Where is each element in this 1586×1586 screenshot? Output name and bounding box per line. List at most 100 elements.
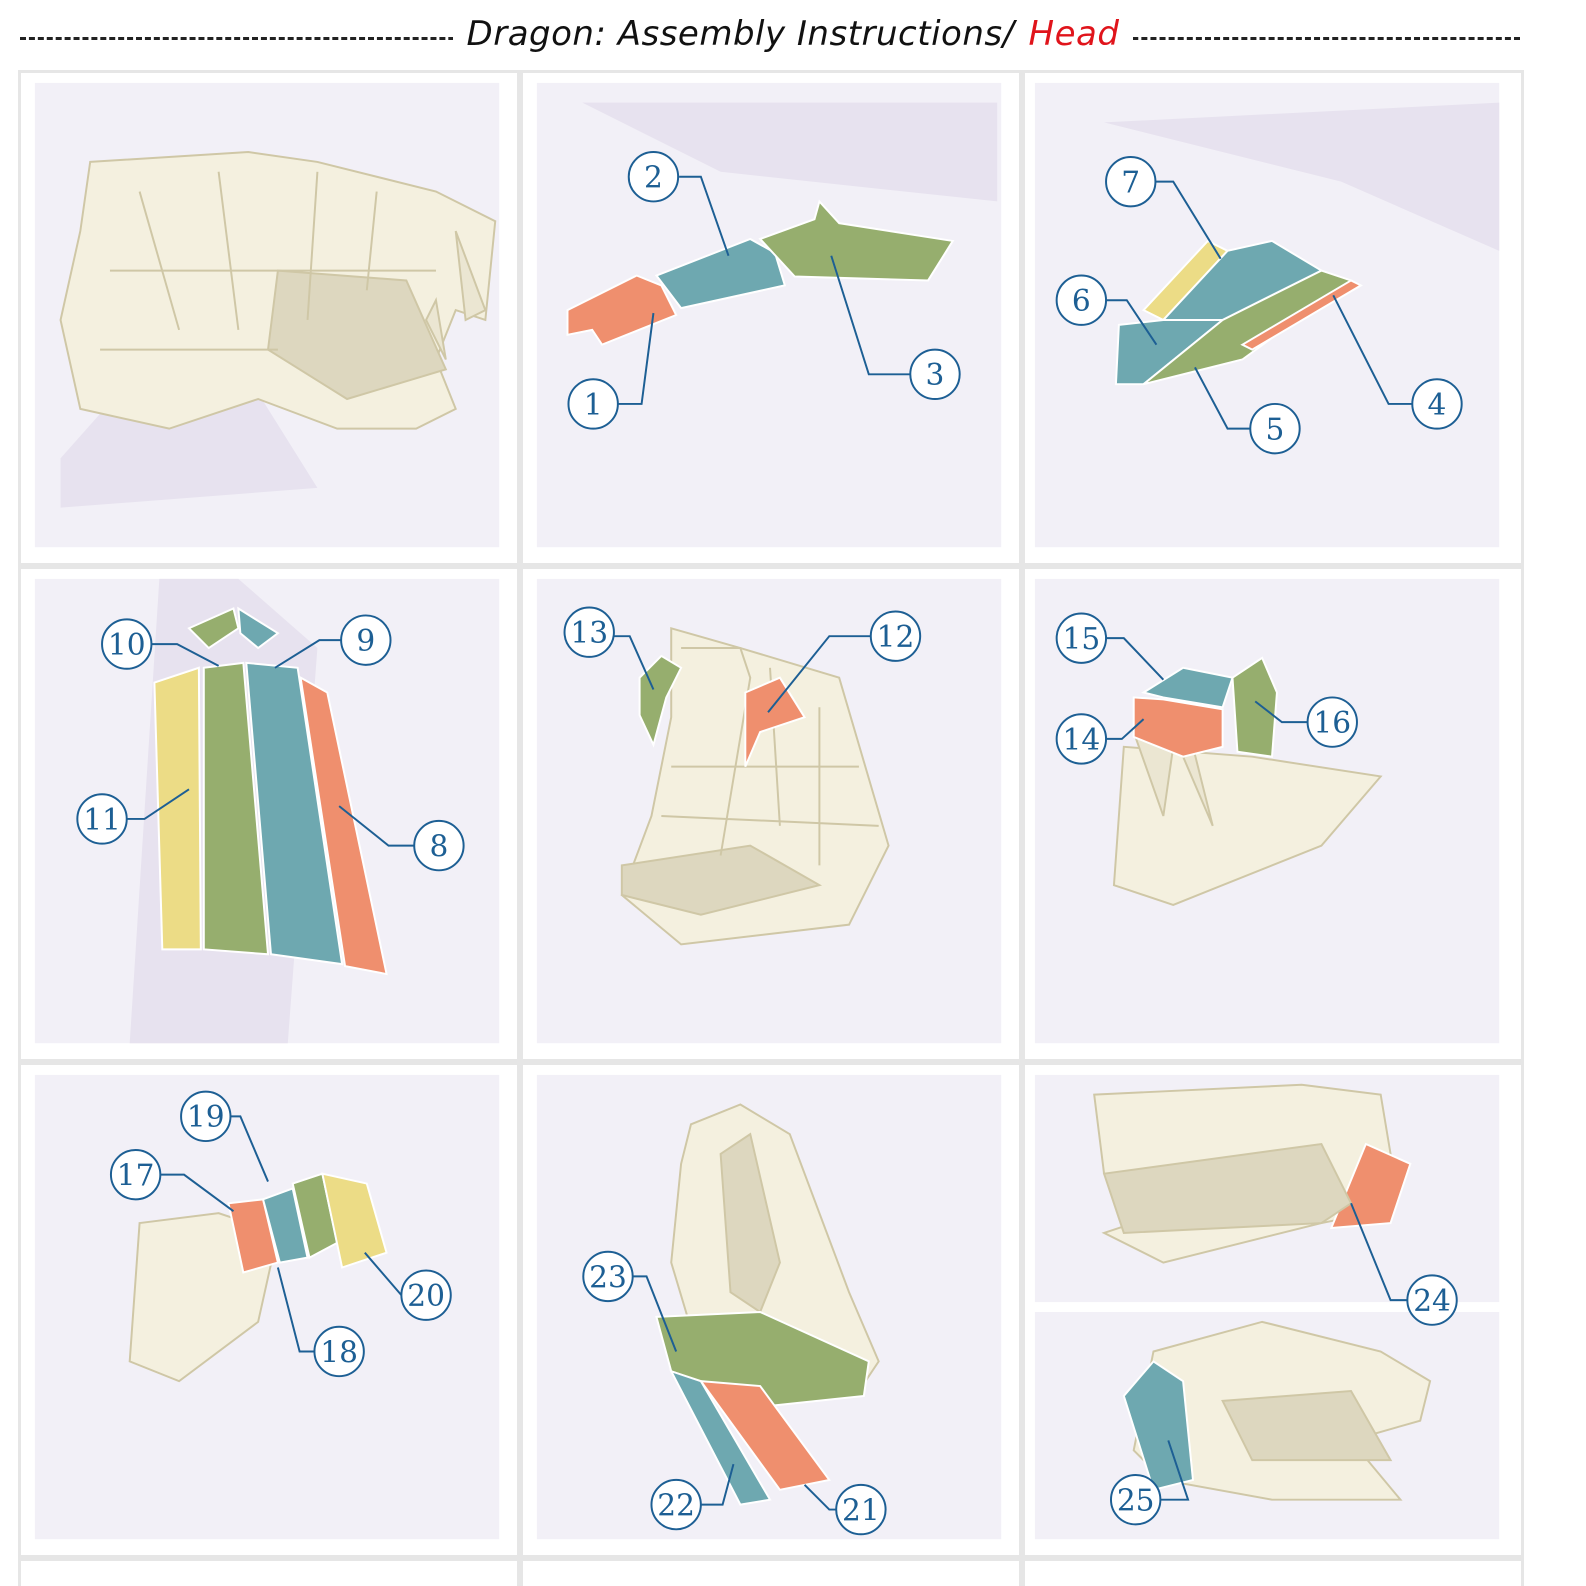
step-1-illustration — [34, 82, 500, 548]
step-panel-7: 17 18 19 20 — [18, 1062, 520, 1558]
page-title-part: Head — [1028, 14, 1134, 54]
callout-14: 14 — [1055, 713, 1145, 765]
part-blue — [1141, 666, 1234, 709]
callout-16: 16 — [1254, 696, 1358, 748]
step-7-illustration: 17 18 19 20 — [34, 1074, 500, 1540]
callout-label: 6 — [1072, 283, 1091, 318]
part-orange — [566, 274, 678, 346]
part-orange — [1132, 696, 1224, 758]
callout-25: 25 — [1109, 1440, 1190, 1526]
page-header: Dragon: Assembly Instructions/Head — [0, 0, 1586, 72]
callout-5: 5 — [1194, 366, 1301, 455]
callout-label: 15 — [1062, 621, 1100, 656]
callout-label: 3 — [926, 357, 945, 392]
callout-label: 17 — [117, 1158, 155, 1193]
page-title: Dragon: Assembly Instructions/Head — [0, 14, 1586, 54]
callout-3: 3 — [830, 255, 961, 400]
step-panel-1 — [18, 70, 520, 566]
part-orange — [698, 1379, 832, 1491]
callout-label: 24 — [1413, 1283, 1451, 1318]
header-dash-right — [1105, 37, 1520, 40]
callout-23: 23 — [582, 1250, 678, 1352]
callout-label: 19 — [187, 1099, 225, 1134]
part-orange — [227, 1198, 280, 1274]
dragon-fangs — [424, 230, 487, 360]
callout-label: 16 — [1313, 705, 1351, 740]
callout-24: 24 — [1350, 1202, 1458, 1326]
jaw-piece — [620, 844, 823, 916]
callout-label: 18 — [320, 1334, 358, 1369]
callout-label: 13 — [570, 615, 608, 650]
panel-lines — [661, 647, 879, 866]
callout-label: 25 — [1117, 1483, 1155, 1518]
part-blue-tab — [237, 606, 280, 650]
callout-18: 18 — [276, 1267, 365, 1378]
callout-15: 15 — [1055, 612, 1165, 681]
background-shape — [1104, 102, 1500, 251]
callout-12: 12 — [767, 610, 922, 713]
callout-20: 20 — [364, 1252, 452, 1321]
step-panel-6: 14 15 16 — [1022, 566, 1524, 1062]
step-3-illustration: 4 5 6 7 — [1034, 82, 1500, 548]
dragon-mouth — [266, 269, 448, 401]
instruction-grid: 1 2 3 4 — [18, 70, 1538, 1586]
callout-6: 6 — [1055, 274, 1158, 346]
callout-11: 11 — [76, 788, 190, 845]
callout-label: 22 — [657, 1487, 695, 1522]
mouth-bottom — [1221, 1389, 1393, 1462]
callout-17: 17 — [109, 1148, 235, 1213]
header-dash-left — [20, 37, 490, 40]
step-panel-3: 4 5 6 7 — [1022, 70, 1524, 566]
part-blue — [261, 1187, 309, 1264]
background-shape — [582, 102, 998, 202]
step-panel-2: 1 2 3 — [520, 70, 1022, 566]
callout-2: 2 — [627, 151, 730, 257]
step-panel-9: 24 25 — [1022, 1062, 1524, 1558]
callout-label: 7 — [1121, 165, 1140, 200]
part-orange — [299, 675, 388, 976]
callout-4: 4 — [1332, 294, 1463, 430]
callout-19: 19 — [180, 1090, 269, 1182]
step-panel-5: 12 13 — [520, 566, 1022, 1062]
callout-label: 2 — [644, 160, 663, 195]
lower-jaw-model — [1112, 745, 1383, 906]
callout-label: 14 — [1062, 722, 1100, 757]
callout-label: 23 — [589, 1259, 627, 1294]
callout-label: 20 — [407, 1278, 445, 1313]
callout-label: 10 — [108, 627, 146, 662]
part-blue — [245, 661, 344, 966]
step-2-illustration: 1 2 3 — [536, 82, 1002, 548]
callout-label: 9 — [356, 623, 375, 658]
part-green — [1231, 656, 1278, 758]
part-green-tab — [187, 607, 240, 650]
part-yellow — [153, 666, 202, 951]
callout-22: 22 — [650, 1463, 735, 1531]
callout-9: 9 — [274, 614, 392, 669]
callout-10: 10 — [101, 618, 220, 670]
page-title-main: Dragon: Assembly Instructions/ — [452, 14, 1029, 54]
callout-13: 13 — [563, 606, 655, 690]
callout-8: 8 — [338, 805, 465, 872]
step-panel-10-partial — [18, 1558, 520, 1586]
step-panel-12-partial — [1022, 1558, 1524, 1586]
step-panel-4: 8 9 10 11 — [18, 566, 520, 1062]
dragon-panel-lines — [100, 171, 436, 351]
step-6-illustration: 14 15 16 — [1034, 578, 1500, 1044]
callout-1: 1 — [567, 312, 655, 430]
step-8-illustration: 21 22 23 — [536, 1074, 1002, 1540]
part-blue — [1122, 1360, 1195, 1491]
part-orange — [1240, 279, 1363, 351]
part-yellow — [321, 1172, 388, 1269]
part-green — [202, 661, 270, 956]
part-blue — [654, 237, 787, 310]
callout-21: 21 — [803, 1483, 887, 1536]
step-4-illustration: 8 9 10 11 — [34, 578, 500, 1044]
callout-label: 5 — [1266, 412, 1285, 447]
part-green — [638, 654, 683, 748]
part-green — [758, 199, 955, 282]
mouth-top — [1102, 1142, 1353, 1234]
callout-label: 8 — [429, 828, 448, 863]
step-panel-8: 21 22 23 — [520, 1062, 1022, 1558]
step-panel-11-partial — [520, 1558, 1022, 1586]
part-blue — [669, 1369, 772, 1506]
